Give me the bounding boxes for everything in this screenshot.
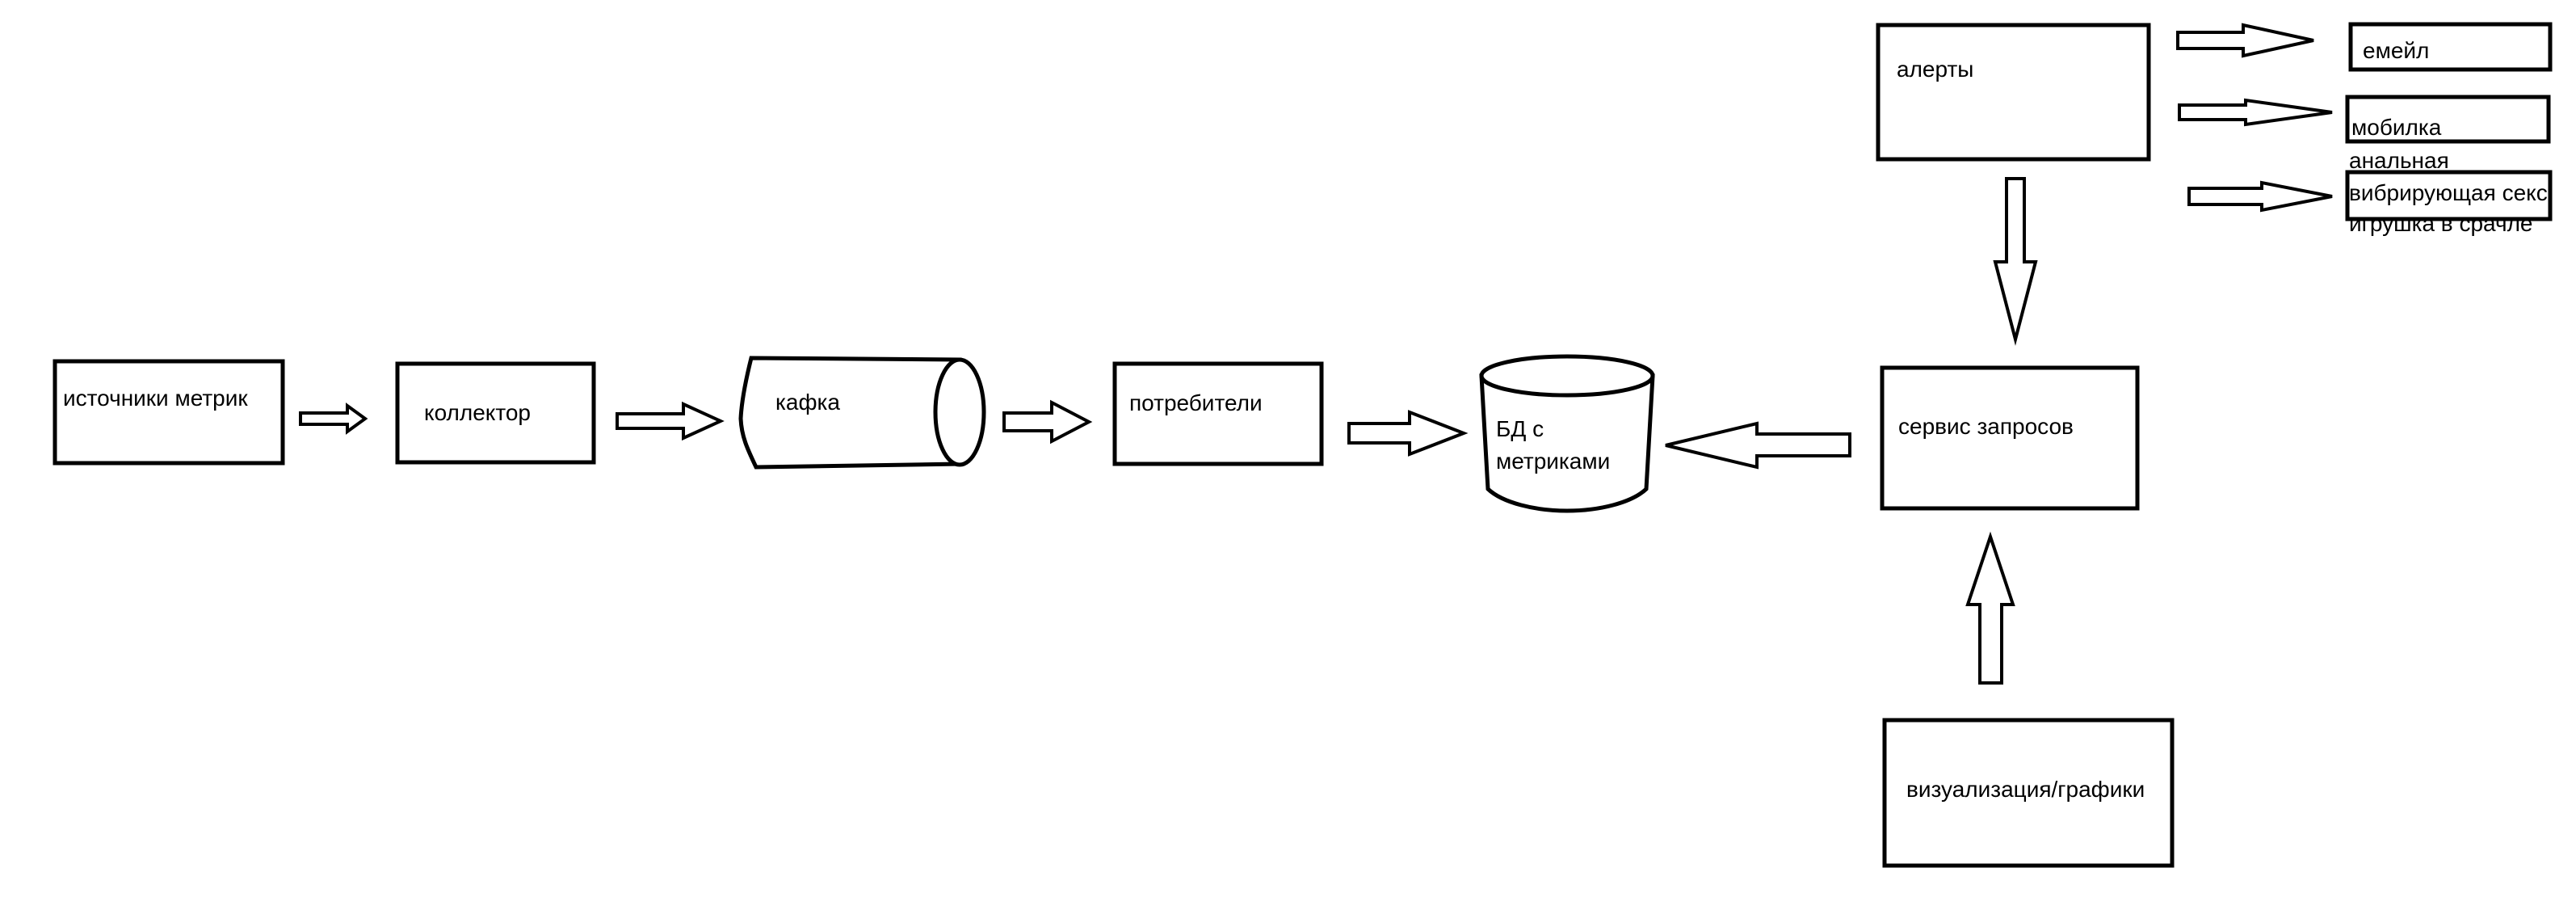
arrow-alerts-to-query-service [1993,177,2038,346]
metric-sources-box [53,359,285,466]
node-toy: анальная вибрирующая секс игрушка в срач… [2345,148,2553,236]
metrics-db-label-line2: метриками [1496,449,1610,474]
mobile-box [2345,95,2551,144]
toy-label-line2: вибрирующая секс [2349,180,2548,205]
visualization-box [1882,718,2175,868]
arrow-alerts-to-mobile [2178,98,2333,127]
alerts-label: алерты [1897,57,1973,82]
arrow-query-service-to-db [1665,421,1851,470]
node-query-service: сервис запросов [1880,365,2140,511]
metrics-db-label-line1: БД с [1496,416,1544,441]
node-metric-sources: источники метрик [53,359,285,466]
visualization-label: визуализация/графики [1906,777,2145,802]
node-collector: коллектор [395,361,596,465]
db-cylinder-top [1479,354,1655,398]
arrow-sources-to-collector [299,402,368,435]
alerts-box [1876,23,2151,162]
consumers-box [1112,361,1324,466]
query-service-label: сервис запросов [1898,414,2074,439]
arrow-consumers-to-db [1347,410,1469,457]
node-kafka: кафка [738,356,986,470]
node-visualization: визуализация/графики [1882,718,2175,868]
node-mobile: мобилка [2345,95,2551,144]
toy-box [2345,170,2553,221]
collector-label: коллектор [424,400,531,425]
toy-label-line3: игрушка в срачле [2349,211,2532,236]
arrow-visualization-to-query-service [1965,531,2015,685]
node-metrics-db: БД с метриками [1479,354,1655,513]
arrow-kafka-to-consumers [1002,399,1093,445]
node-email: емейл [2348,22,2553,72]
arrow-alerts-to-toy [2187,180,2333,213]
query-service-box [1880,365,2140,511]
mobile-label: мобилка [2351,115,2442,140]
kafka-cylinder-body [738,356,962,470]
arrow-alerts-to-email [2176,23,2314,58]
db-cylinder-body [1479,373,1655,513]
metric-sources-label: источники метрик [63,386,248,411]
email-box [2348,22,2553,72]
kafka-label: кафка [775,390,840,415]
node-alerts: алерты [1876,23,2151,162]
consumers-label: потребители [1129,390,1263,415]
arrow-collector-to-kafka [616,401,725,441]
toy-label-line1: анальная [2349,148,2449,173]
kafka-cylinder-end [933,357,986,467]
collector-box [395,361,596,465]
email-label: емейл [2363,38,2429,63]
node-consumers: потребители [1112,361,1324,466]
